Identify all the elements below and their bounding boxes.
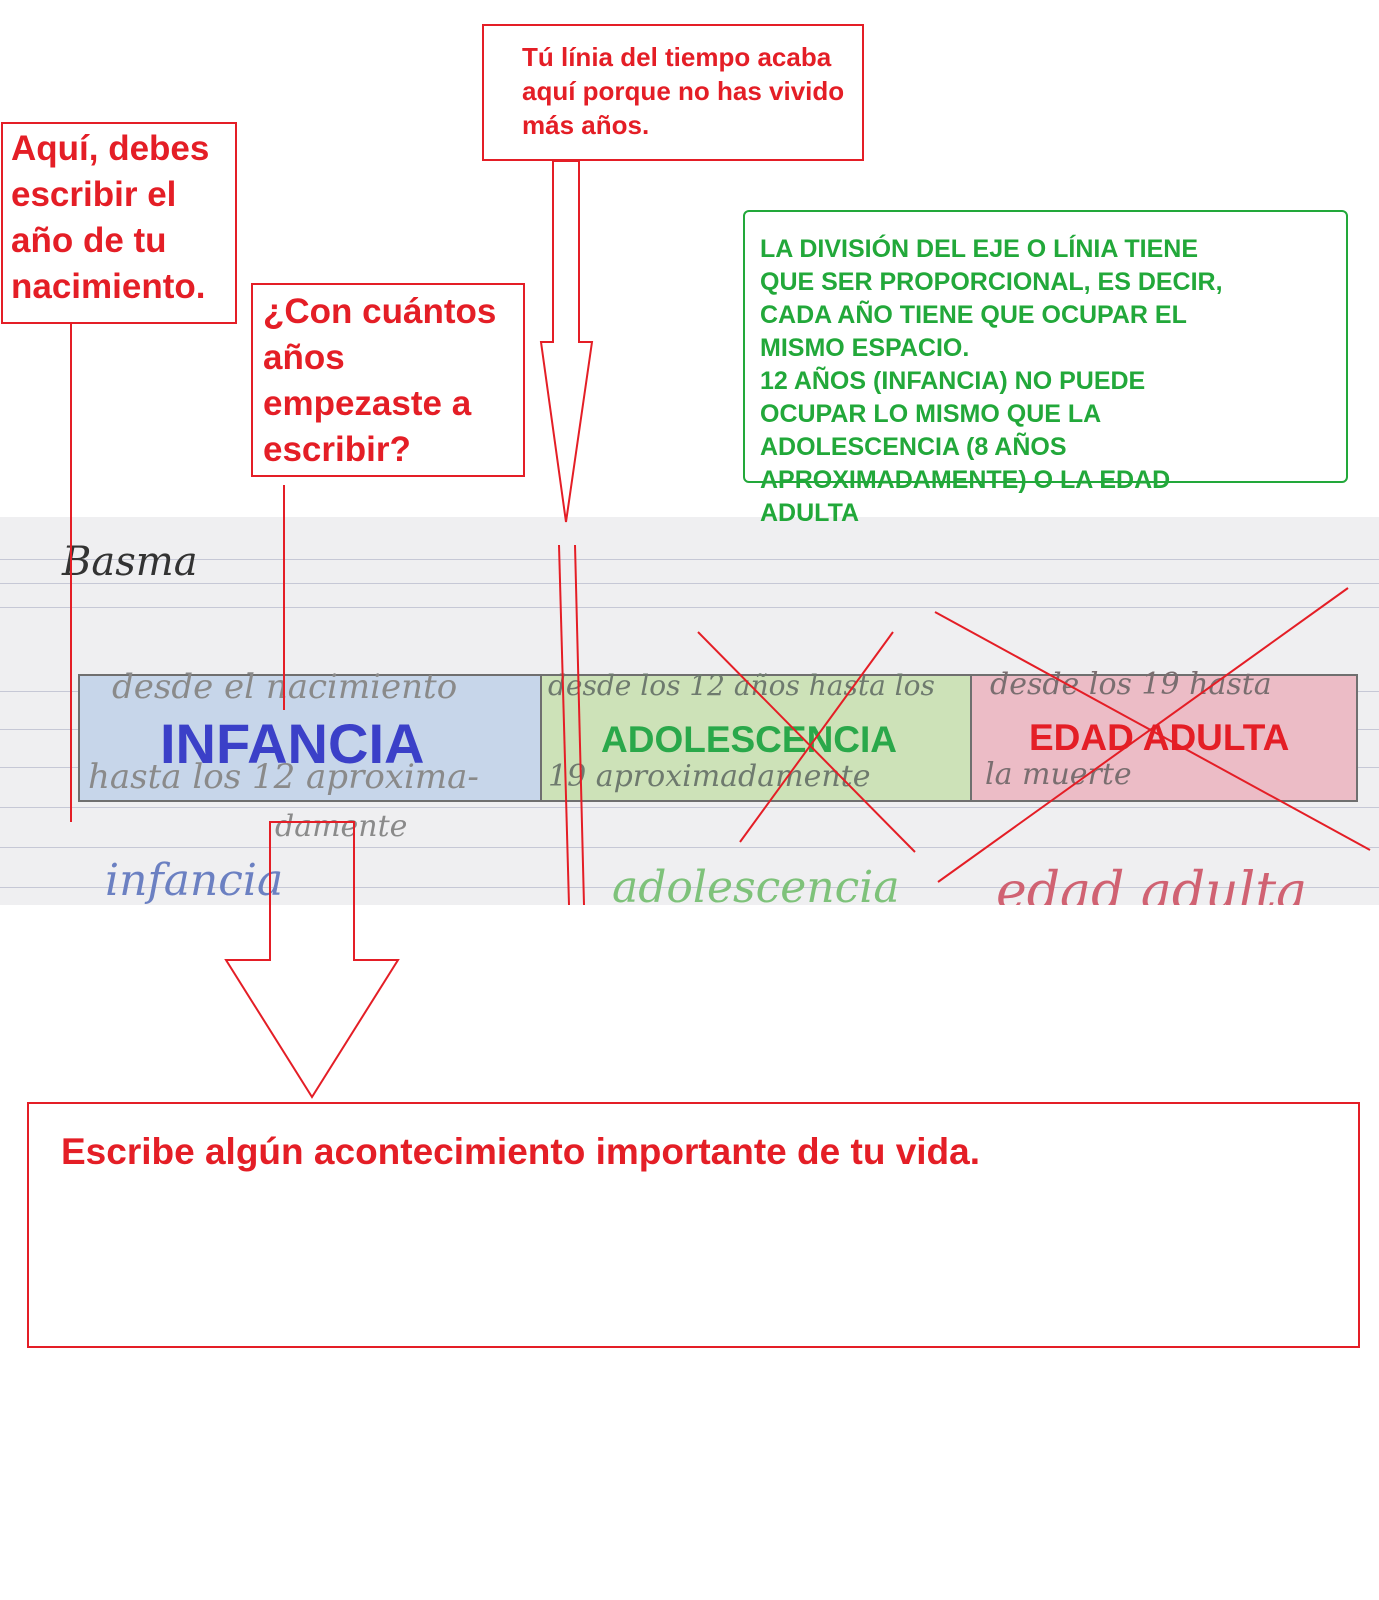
- timeline-end-line-right: [575, 545, 584, 905]
- cross-adulta-a: [935, 612, 1370, 850]
- event-box[interactable]: Escribe algún acontecimiento importante …: [27, 1102, 1360, 1348]
- event-prompt: Escribe algún acontecimiento importante …: [61, 1130, 980, 1174]
- event-arrow: [226, 822, 398, 1097]
- timeline-end-arrow: [541, 161, 592, 522]
- cross-adulta-b: [938, 588, 1348, 882]
- cross-adolescencia-a: [698, 632, 915, 852]
- cross-adolescencia-b: [740, 632, 893, 842]
- timeline-end-line-left: [559, 545, 569, 905]
